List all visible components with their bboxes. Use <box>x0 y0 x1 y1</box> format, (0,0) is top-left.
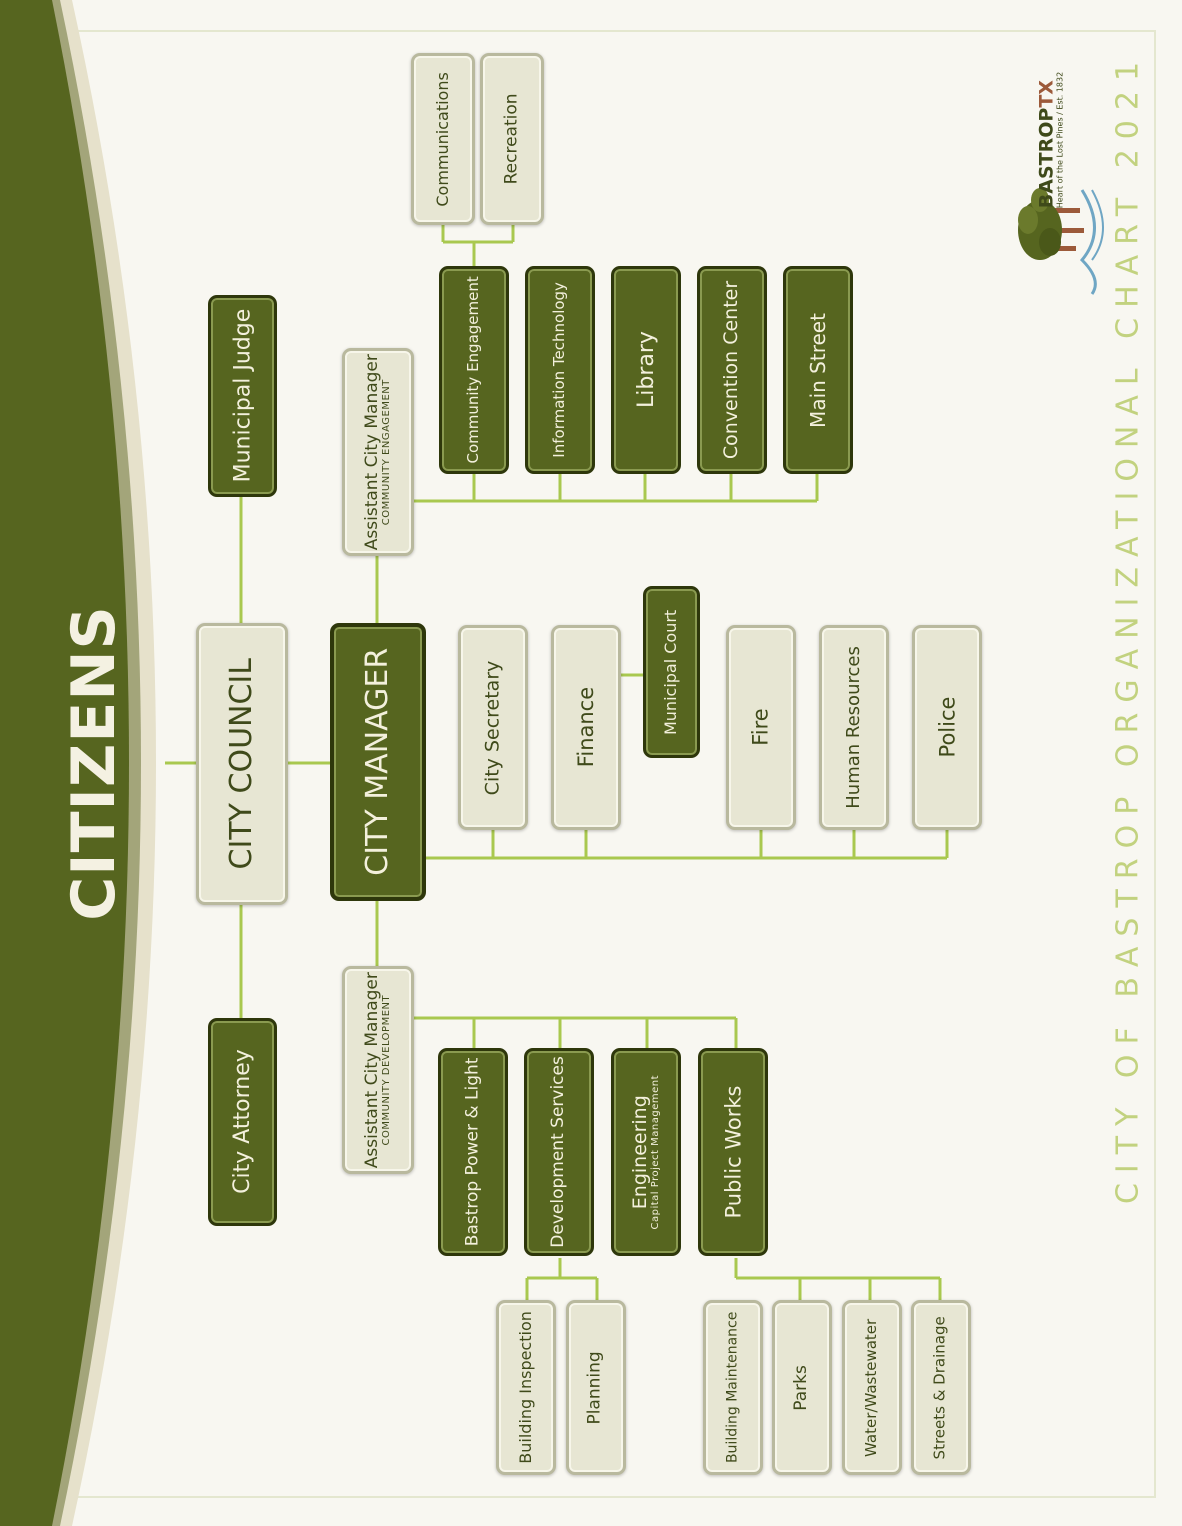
water-wastewater-box: Water/Wastewater <box>842 1300 902 1475</box>
acm-community-development-label: Assistant City Manager COMMUNITY DEVELOP… <box>361 971 392 1169</box>
engineering-sub: Capital Project Management <box>649 1074 661 1230</box>
city-council-box: CITY COUNCIL <box>196 623 288 905</box>
fire-box: Fire <box>726 625 796 830</box>
municipal-court-label: Municipal Court <box>661 609 681 735</box>
acm-community-development-box: Assistant City Manager COMMUNITY DEVELOP… <box>342 966 414 1174</box>
main-street-box: Main Street <box>783 266 853 474</box>
recreation-label: Recreation <box>501 93 522 185</box>
streets-drainage-box: Streets & Drainage <box>911 1300 971 1475</box>
bastrop-power-light-box: Bastrop Power & Light <box>438 1048 508 1256</box>
acm-community-engagement-label: Assistant City Manager COMMUNITY ENGAGEM… <box>361 353 392 551</box>
city-secretary-box: City Secretary <box>458 625 528 830</box>
city-attorney-box: City Attorney <box>208 1018 277 1226</box>
municipal-judge-box: Municipal Judge <box>208 295 277 497</box>
convention-center-box: Convention Center <box>697 266 767 474</box>
recreation-box: Recreation <box>480 53 544 225</box>
acm-community-engagement-box: Assistant City Manager COMMUNITY ENGAGEM… <box>342 348 414 556</box>
public-works-label: Public Works <box>720 1085 745 1219</box>
logo-tagline: Heart of the Lost Pines / Est. 1832 <box>1055 71 1065 209</box>
development-services-label: Development Services <box>548 1056 569 1248</box>
police-label: Police <box>934 697 959 758</box>
building-maintenance-label: Building Maintenance <box>724 1311 741 1464</box>
information-technology-label: Information Technology <box>550 282 569 458</box>
acm-engagement-sub: COMMUNITY ENGAGEMENT <box>380 378 392 526</box>
bastrop-logo: BASTROPTX Heart of the Lost Pines / Est.… <box>1035 71 1065 209</box>
logo-name-part2: TX <box>1035 80 1058 108</box>
human-resources-label: Human Resources <box>842 646 864 809</box>
bastrop-power-light-label: Bastrop Power & Light <box>462 1057 483 1247</box>
parks-box: Parks <box>772 1300 832 1475</box>
engineering-label: Engineering Capital Project Management <box>628 1074 661 1230</box>
communications-label: Communications <box>432 71 452 207</box>
city-council-label: CITY COUNCIL <box>224 658 260 870</box>
building-maintenance-box: Building Maintenance <box>703 1300 763 1475</box>
acm-development-title: Assistant City Manager <box>361 971 382 1169</box>
convention-center-label: Convention Center <box>720 280 743 460</box>
citizens-band <box>0 0 156 1526</box>
logo-name-part1: BASTROP <box>1035 107 1058 209</box>
city-manager-box: CITY MANAGER <box>330 623 426 901</box>
chart-title: CITY OF BASTROP ORGANIZATIONAL CHART 202… <box>1110 51 1146 1205</box>
information-technology-box: Information Technology <box>525 266 595 474</box>
engineering-box: Engineering Capital Project Management <box>611 1048 681 1256</box>
police-box: Police <box>912 625 982 830</box>
library-label: Library <box>633 331 659 409</box>
acm-engagement-title: Assistant City Manager <box>361 353 382 551</box>
engineering-title: Engineering <box>628 1095 651 1210</box>
development-services-box: Development Services <box>524 1048 594 1256</box>
community-engagement-label: Community Engagement <box>464 276 483 464</box>
streets-drainage-label: Streets & Drainage <box>931 1315 950 1460</box>
building-inspection-label: Building Inspection <box>515 1311 535 1464</box>
planning-box: Planning <box>566 1300 626 1475</box>
city-secretary-label: City Secretary <box>481 660 504 795</box>
city-manager-label: CITY MANAGER <box>360 648 396 876</box>
parks-label: Parks <box>791 1364 812 1411</box>
finance-label: Finance <box>573 687 598 768</box>
communications-box: Communications <box>411 53 475 225</box>
acm-development-sub: COMMUNITY DEVELOPMENT <box>380 994 392 1146</box>
city-attorney-label: City Attorney <box>229 1049 255 1195</box>
human-resources-box: Human Resources <box>819 625 889 830</box>
building-inspection-box: Building Inspection <box>496 1300 556 1475</box>
community-engagement-box: Community Engagement <box>439 266 509 474</box>
municipal-judge-label: Municipal Judge <box>229 309 255 483</box>
pine-tree-river-icon <box>1018 188 1104 295</box>
planning-label: Planning <box>585 1350 606 1425</box>
finance-box: Finance <box>551 625 621 830</box>
library-box: Library <box>611 266 681 474</box>
water-wastewater-label: Water/Wastewater <box>862 1318 881 1457</box>
main-street-label: Main Street <box>805 312 830 428</box>
municipal-court-box: Municipal Court <box>643 586 700 758</box>
fire-label: Fire <box>748 708 773 747</box>
public-works-box: Public Works <box>698 1048 768 1256</box>
